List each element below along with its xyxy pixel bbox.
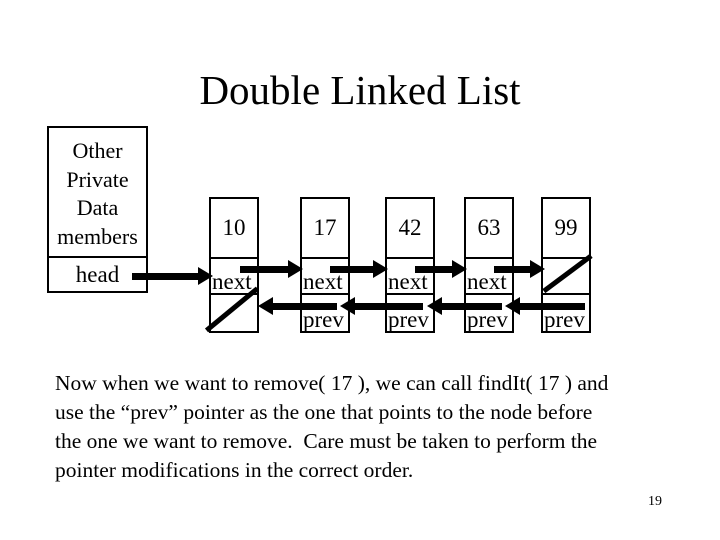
prev-pointer-arrow-99-63 [505, 297, 585, 315]
other-private-data-members-cell: Other Private Data members [49, 128, 146, 256]
arrow-head-icon [530, 260, 545, 278]
node-prev-cell: prev [302, 293, 348, 331]
arrow-shaft [240, 265, 290, 273]
head-box: Other Private Data members head [47, 126, 148, 293]
node-value-cell: 10 [222, 215, 246, 240]
next-label: next [303, 269, 343, 294]
arrow-head-icon [427, 297, 442, 315]
next-label: next [212, 269, 252, 294]
arrow-shaft [132, 272, 200, 280]
next-label: next [467, 269, 507, 294]
node-prev-cell [211, 293, 257, 331]
node-next-cell [543, 257, 589, 293]
prev-pointer-arrow-63-42 [427, 297, 502, 315]
head-box-line: Other [72, 138, 123, 163]
arrow-shaft [518, 302, 585, 310]
next-pointer-arrow-42-63 [415, 260, 467, 278]
slide-title: Double Linked List [199, 67, 521, 113]
node-value-cell: 17 [313, 215, 337, 240]
arrow-head-icon [373, 260, 388, 278]
node-prev-cell: prev [543, 293, 589, 331]
head-box-line: Private [66, 166, 129, 192]
paragraph-line: pointer modifications in the correct ord… [55, 458, 414, 482]
paragraph-line: Now when we want to remove( 17 ), we can… [55, 371, 609, 395]
body-paragraph: Now when we want to remove( 17 ), we can… [55, 369, 695, 485]
node-next-cell: next [387, 257, 433, 293]
next-pointer-arrow-17-42 [330, 260, 388, 278]
arrow-head-icon [258, 297, 273, 315]
node-next-cell: next [466, 257, 512, 293]
arrow-head-icon [340, 297, 355, 315]
prev-pointer-arrow-17-10 [258, 297, 337, 315]
node-value-cell: 63 [477, 215, 501, 240]
prev-label: prev [544, 307, 585, 332]
arrow-head-icon [505, 297, 520, 315]
head-box-line: Data [76, 195, 119, 220]
arrow-shaft [415, 265, 454, 273]
list-node-10: 10 next [209, 197, 259, 333]
next-pointer-arrow-10-17 [240, 260, 303, 278]
prev-label: prev [467, 307, 508, 332]
next-label: next [388, 269, 428, 294]
arrow-shaft [271, 302, 337, 310]
arrow-shaft [353, 302, 423, 310]
arrow-head-icon [452, 260, 467, 278]
arrow-head-icon [198, 267, 213, 285]
head-label: head [75, 261, 120, 287]
arrow-shaft [330, 265, 375, 273]
page-number: 19 [648, 494, 662, 509]
prev-pointer-arrow-42-17 [340, 297, 423, 315]
paragraph-line: use the “prev” pointer as the one that p… [55, 400, 593, 424]
head-box-line: members [57, 223, 138, 249]
node-next-cell: next [302, 257, 348, 293]
paragraph-line: the one we want to remove. Care must be … [55, 429, 598, 453]
prev-label: prev [303, 307, 344, 332]
head-pointer-arrow [132, 267, 213, 285]
node-value-cell: 42 [398, 215, 422, 240]
node-prev-cell: prev [466, 293, 512, 331]
arrow-shaft [494, 265, 532, 273]
arrow-shaft [440, 302, 502, 310]
node-next-cell: next [211, 257, 257, 293]
node-value-cell: 99 [554, 215, 578, 240]
prev-label: prev [388, 307, 429, 332]
node-prev-cell: prev [387, 293, 433, 331]
list-node-99: 99 prev [541, 197, 591, 333]
next-pointer-arrow-63-99 [494, 260, 545, 278]
head-pointer-cell: head [49, 256, 146, 291]
arrow-head-icon [288, 260, 303, 278]
